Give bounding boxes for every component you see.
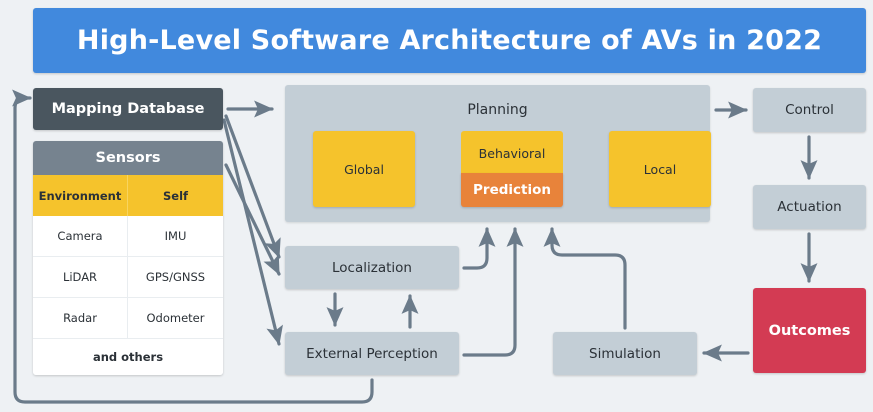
sensor-cell-odometer: Odometer (128, 298, 223, 339)
sensors-category-row: Environment Self (33, 175, 223, 216)
node-planning-behavioral[interactable]: Behavioral (461, 131, 563, 175)
table-row: Radar Odometer (33, 298, 223, 339)
sensors-category-self: Self (128, 175, 223, 216)
arrow-localization-to-planning (462, 227, 496, 270)
arrow-mappingdb-to-external-perception (222, 118, 283, 346)
sensor-cell-lidar: LiDAR (33, 257, 128, 298)
node-planning-global[interactable]: Global (313, 131, 415, 207)
node-planning-local[interactable]: Local (609, 131, 711, 207)
arrow-mappingdb-to-localization (224, 114, 281, 259)
sensor-cell-radar: Radar (33, 298, 128, 339)
node-simulation[interactable]: Simulation (553, 332, 697, 375)
table-row: Camera IMU (33, 216, 223, 257)
sensor-cell-imu: IMU (128, 216, 223, 257)
node-external-perception[interactable]: External Perception (285, 332, 459, 375)
table-row: LiDAR GPS/GNSS (33, 257, 223, 298)
arrow-sensors-to-localization (224, 163, 281, 276)
arrow-simulation-to-planning (543, 227, 627, 330)
sensors-table: Sensors Environment Self Camera IMU LiDA… (33, 141, 223, 375)
arrow-external-perception-to-planning (462, 227, 524, 357)
sensor-cell-camera: Camera (33, 216, 128, 257)
node-localization[interactable]: Localization (285, 246, 459, 289)
sensor-cell-gps-gnss: GPS/GNSS (128, 257, 223, 298)
page-title: High-Level Software Architecture of AVs … (33, 8, 866, 73)
sensors-footer-row: and others (33, 339, 223, 375)
node-planning-prediction[interactable]: Prediction (461, 173, 563, 207)
sensors-category-environment: Environment (33, 175, 128, 216)
node-actuation[interactable]: Actuation (753, 185, 866, 229)
node-mapping-database[interactable]: Mapping Database (33, 88, 223, 130)
sensor-cell-and-others: and others (33, 339, 223, 375)
node-control[interactable]: Control (753, 88, 866, 132)
sensors-table-header: Sensors (33, 141, 223, 175)
node-outcomes[interactable]: Outcomes (753, 288, 866, 373)
planning-group-label: Planning (467, 102, 528, 118)
